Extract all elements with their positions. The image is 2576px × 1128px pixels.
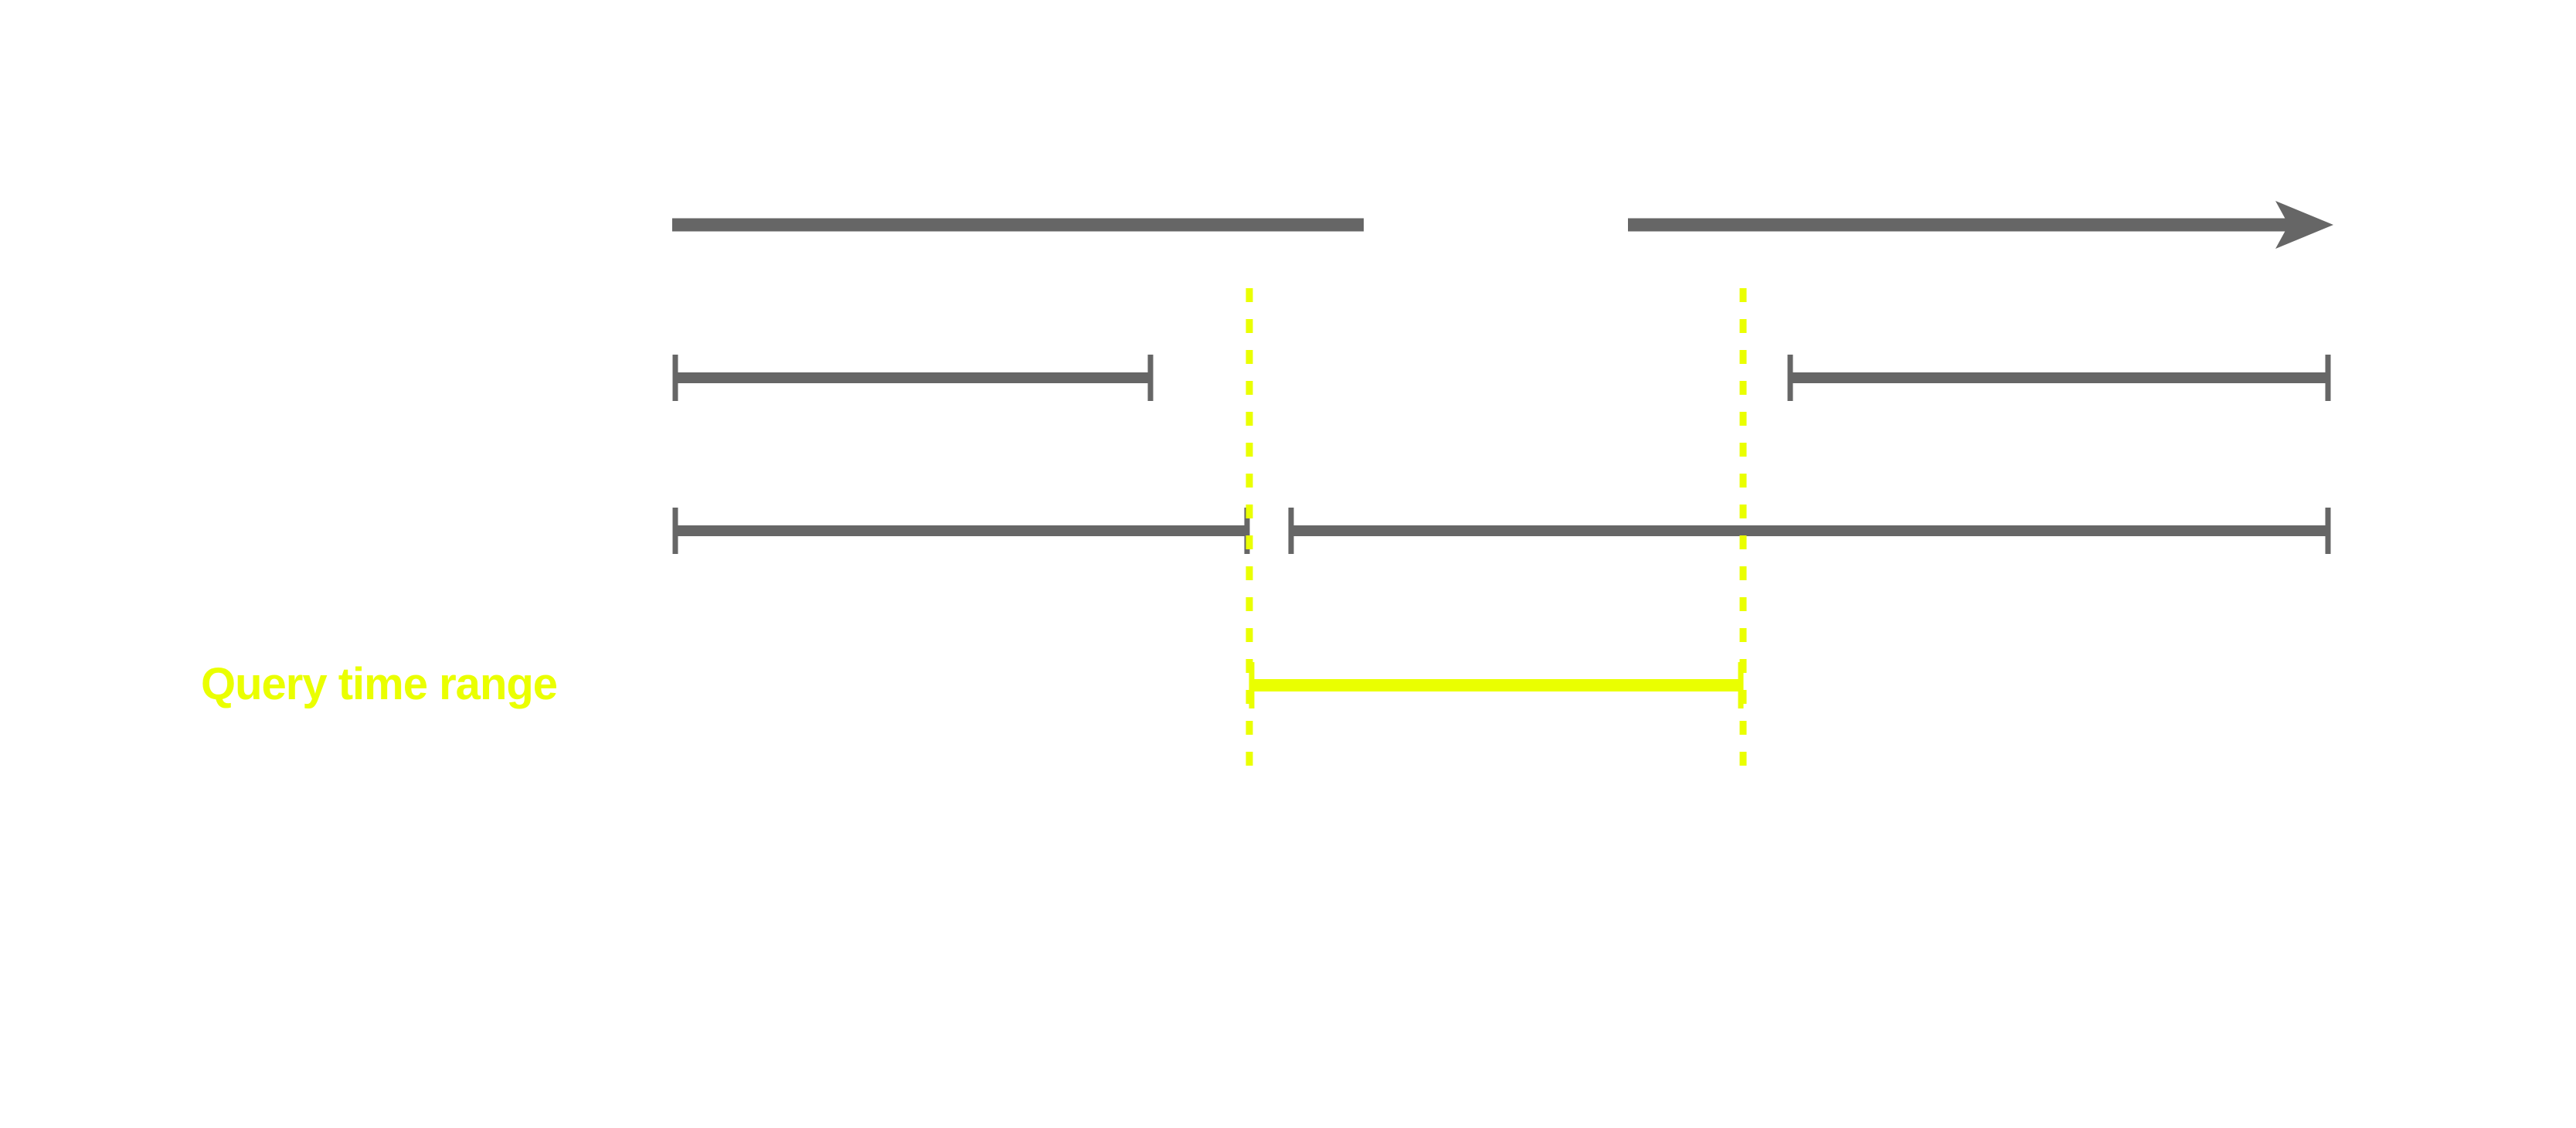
range-row-2	[672, 355, 2331, 401]
range-bar	[672, 508, 1250, 554]
range-bar	[672, 355, 1154, 401]
query-time-range-label: Query time range	[201, 659, 558, 709]
timeline-arrow-icon	[2275, 201, 2333, 249]
query-range-bar	[1249, 662, 1744, 708]
range-row-3	[672, 508, 2331, 554]
range-bar	[1787, 355, 2331, 401]
range-bar	[1288, 508, 2331, 554]
